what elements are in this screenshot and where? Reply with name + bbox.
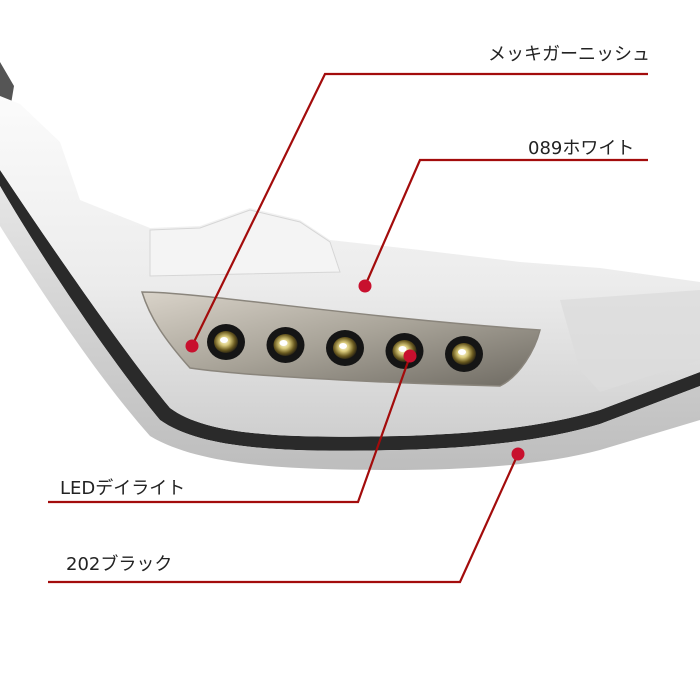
led-lamp-glint: [458, 349, 466, 355]
callout-label-202-black: 202ブラック: [66, 554, 173, 575]
callout-line-white: [363, 158, 648, 287]
led-lamp-glint: [398, 346, 407, 352]
callout-dot-black: [511, 447, 525, 461]
led-lamp-glint: [339, 343, 347, 349]
callout-label-089-white: 089ホワイト: [528, 138, 635, 159]
callout-line-led: [48, 355, 412, 504]
callout-dot-white: [358, 279, 372, 293]
callout-line-chrome: [191, 72, 648, 347]
upper-ridge: [149, 209, 341, 277]
callout-line-black: [48, 453, 520, 584]
led-lamp-glint: [279, 340, 288, 346]
callout-dot-chrome: [185, 339, 199, 353]
led-lamp-glint: [220, 337, 228, 343]
callout-dot-led: [403, 349, 417, 363]
callout-label-led-daylight: LEDデイライト: [60, 478, 186, 499]
side-recess: [560, 290, 700, 392]
callout-label-chrome-garnish: メッキガーニッシュ: [488, 44, 650, 65]
